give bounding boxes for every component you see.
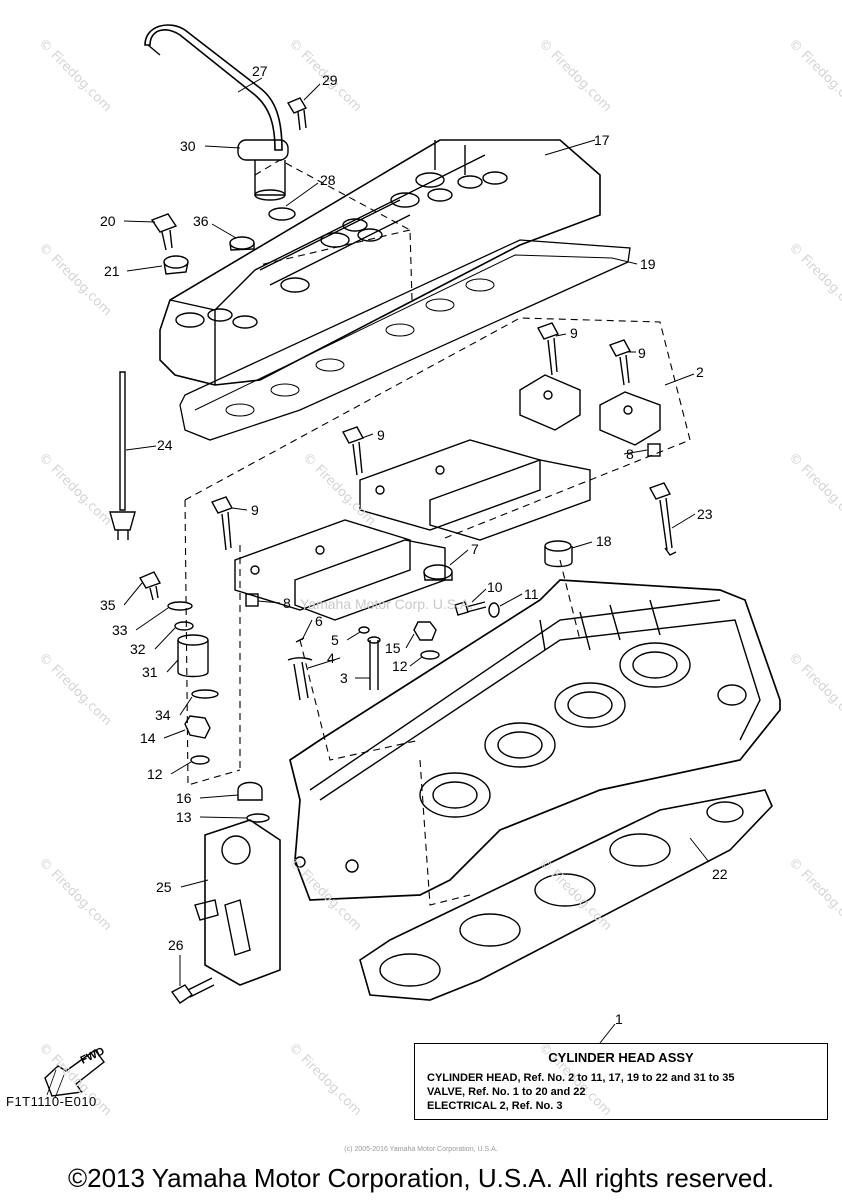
callout-number: 9 xyxy=(638,345,646,361)
callout-number: 33 xyxy=(112,622,128,638)
callout-number: 28 xyxy=(320,172,336,188)
gasket-19 xyxy=(179,239,631,441)
callout-number: 36 xyxy=(193,213,209,229)
callout-number: 9 xyxy=(377,427,385,443)
callout-number: 13 xyxy=(176,809,192,825)
callout-number: 8 xyxy=(283,595,291,611)
cable-tie-24 xyxy=(109,371,136,540)
head-gasket-22 xyxy=(359,789,773,1001)
dowel-8-right xyxy=(647,443,661,457)
callout-number: 5 xyxy=(331,632,339,648)
callout-number: 3 xyxy=(340,670,348,686)
washer-12 xyxy=(420,650,440,660)
o-ring-28 xyxy=(268,207,296,221)
bracket-25 xyxy=(194,819,281,986)
callout-number: 9 xyxy=(251,502,259,518)
bolt-20 xyxy=(150,213,178,251)
left-stack-parts xyxy=(138,571,270,823)
callout-number: 29 xyxy=(322,72,338,88)
bolts-9 xyxy=(210,322,673,551)
callout-number: 21 xyxy=(104,263,120,279)
callout-number: 25 xyxy=(156,879,172,895)
callout-number: 1 xyxy=(615,1011,623,1027)
callout-number: 31 xyxy=(142,664,158,680)
breather-hose xyxy=(144,24,289,201)
dashed-assembly-frames xyxy=(184,159,691,906)
legend-title: CYLINDER HEAD ASSY xyxy=(548,1050,694,1065)
callout-number: 17 xyxy=(594,132,610,148)
camshaft-cap-top-right xyxy=(519,374,661,446)
callout-number: 34 xyxy=(155,707,171,723)
callout-number: 22 xyxy=(712,866,728,882)
callout-number: 6 xyxy=(315,613,323,629)
nut-15 xyxy=(413,621,437,641)
grommet-21 xyxy=(163,255,189,275)
callout-number: 12 xyxy=(392,658,408,674)
callout-number: 9 xyxy=(570,325,578,341)
callout-number: 30 xyxy=(180,138,196,154)
cylinder-head xyxy=(289,579,781,901)
callout-number: 32 xyxy=(130,641,146,657)
callout-number: 26 xyxy=(168,937,184,953)
cap-7 xyxy=(423,564,453,581)
copyright-notice: ©2013 Yamaha Motor Corporation, U.S.A. A… xyxy=(67,1163,775,1193)
callout-number: 19 xyxy=(640,256,656,272)
callout-number: 18 xyxy=(596,533,612,549)
callout-number: 24 xyxy=(157,437,173,453)
callout-number: 14 xyxy=(140,730,156,746)
bolt-29 xyxy=(286,97,308,131)
tiny-copyright: (c) 2005-2016 Yamaha Motor Corporation, … xyxy=(344,1146,498,1153)
callout-number: 8 xyxy=(626,446,634,462)
center-watermark: Yamaha Motor Corp. U.S.A. xyxy=(300,596,474,612)
legend-line: ELECTRICAL 2, Ref. No. 3 xyxy=(427,1100,563,1112)
legend-line: VALVE, Ref. No. 1 to 20 and 22 xyxy=(427,1086,586,1098)
cylinder-head-cover xyxy=(159,139,601,386)
legend-line: CYLINDER HEAD, Ref. No. 2 to 11, 17, 19 … xyxy=(427,1072,735,1084)
callout-number: 27 xyxy=(252,63,268,79)
callout-number: 10 xyxy=(487,579,503,595)
callout-number: 2 xyxy=(696,364,704,380)
valve-parts xyxy=(287,626,381,701)
callout-number: 15 xyxy=(385,640,401,656)
bolt-23 xyxy=(664,547,677,556)
washer-11 xyxy=(488,602,500,618)
callout-number: 12 xyxy=(147,766,163,782)
callout-number: 7 xyxy=(471,541,479,557)
drawing-code: F1T1110-E010 xyxy=(6,1094,97,1109)
callout-number: 23 xyxy=(697,506,713,522)
dowel-8-left xyxy=(245,593,259,607)
callout-number: 16 xyxy=(176,790,192,806)
callout-number: 35 xyxy=(100,597,116,613)
callout-number: 4 xyxy=(327,650,335,666)
tappet-18 xyxy=(544,540,573,568)
leader-lines xyxy=(123,77,710,1044)
bolt-10 xyxy=(454,601,487,616)
bolt-26 xyxy=(170,977,215,1004)
cap-36 xyxy=(229,236,255,251)
callout-number: 20 xyxy=(100,213,116,229)
callout-number: 11 xyxy=(524,586,539,602)
legend-box: CYLINDER HEAD ASSY CYLINDER HEAD, Ref. N… xyxy=(414,1043,828,1120)
fwd-arrow xyxy=(44,1049,105,1099)
